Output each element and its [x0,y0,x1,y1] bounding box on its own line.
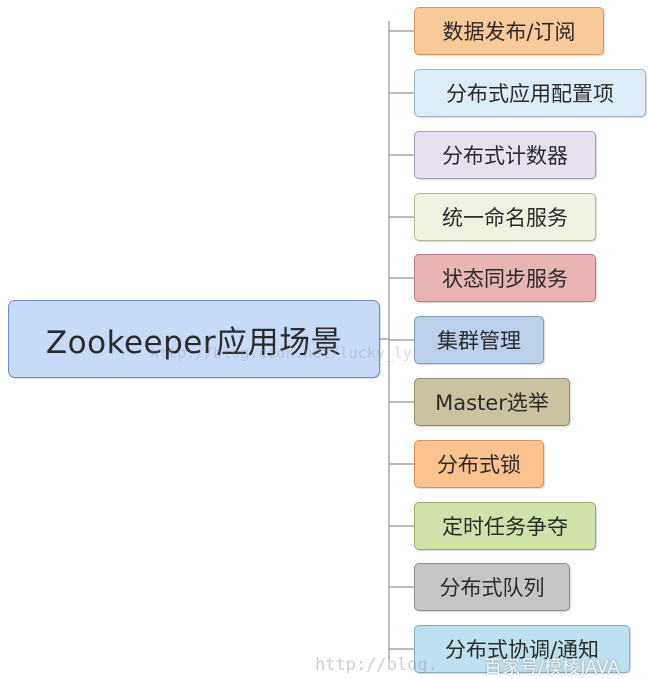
child-node-label: 定时任务争夺 [442,515,568,539]
root-node-label: Zookeeper应用场景 [45,324,343,361]
child-node-master-election: Master选举 [414,378,570,426]
child-node-distributed-queue: 分布式队列 [414,563,570,611]
child-node-label: 分布式队列 [439,576,545,600]
child-node-distributed-counter: 分布式计数器 [414,131,596,179]
child-node-label: 统一命名服务 [442,206,568,230]
child-node-label: 数据发布/订阅 [442,20,576,44]
child-node-unified-naming: 统一命名服务 [414,193,596,241]
child-node-label: 状态同步服务 [442,267,568,291]
child-node-label: Master选举 [435,391,549,415]
child-node-distributed-config: 分布式应用配置项 [414,69,646,117]
child-node-state-sync: 状态同步服务 [414,254,596,302]
child-node-distributed-coordination: 分布式协调/通知 [414,625,630,673]
child-node-label: 分布式锁 [437,453,521,477]
child-node-scheduled-task-competition: 定时任务争夺 [414,502,596,550]
child-node-distributed-lock: 分布式锁 [414,440,544,488]
child-node-cluster-management: 集群管理 [414,316,544,364]
child-node-label: 集群管理 [437,329,521,353]
child-node-data-publish-subscribe: 数据发布/订阅 [414,7,604,55]
child-node-label: 分布式应用配置项 [446,82,614,106]
child-node-label: 分布式协调/通知 [444,638,600,662]
child-node-label: 分布式计数器 [442,144,568,168]
root-node: Zookeeper应用场景 [8,300,380,378]
